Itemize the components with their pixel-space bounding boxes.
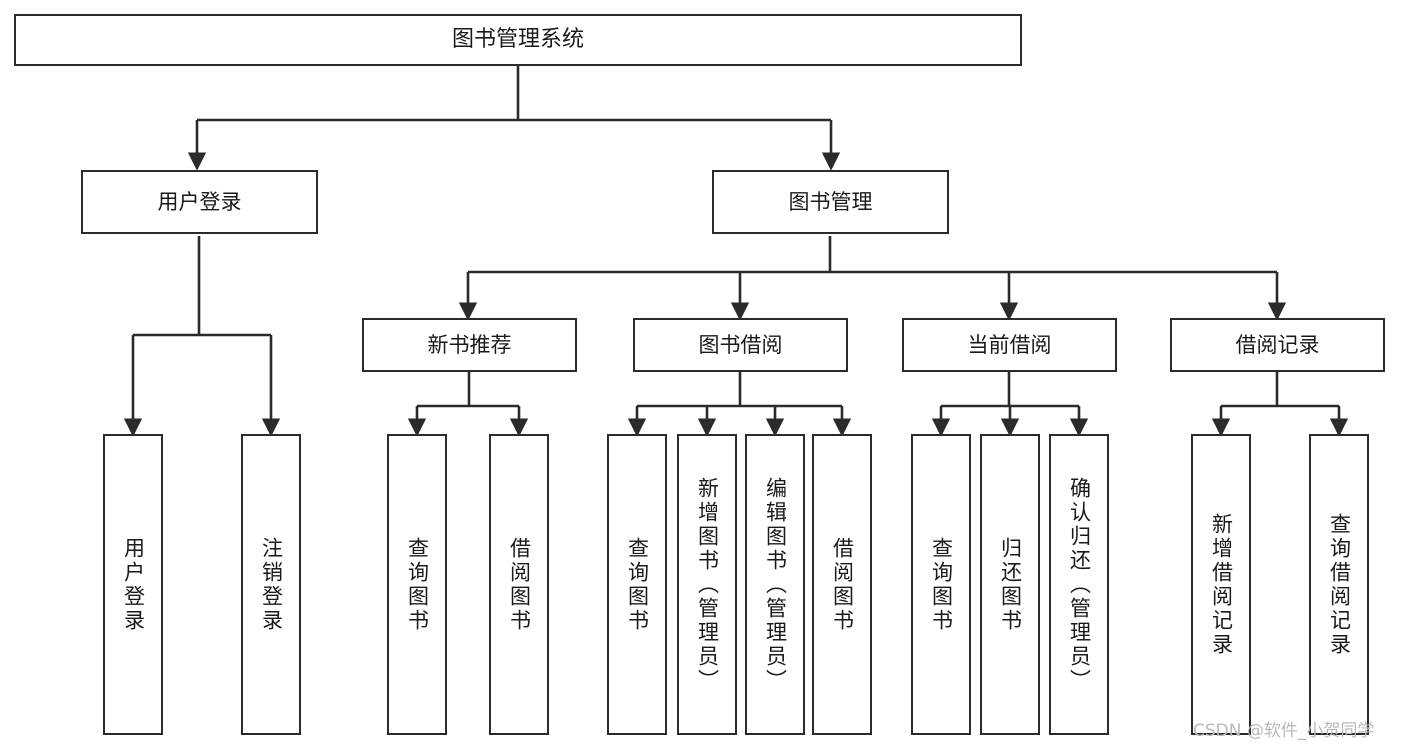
- node-label: 查询图书: [405, 536, 430, 633]
- node-label: 借阅记录: [1235, 332, 1320, 357]
- node-leaf-cb-return-book[interactable]: 归还图书: [980, 434, 1040, 735]
- node-label: 用户登录: [157, 189, 242, 214]
- node-leaf-rec-borrow-book[interactable]: 借阅图书: [489, 434, 549, 735]
- node-label: 新增借阅记录: [1209, 512, 1234, 657]
- node-label: 注销登录: [259, 536, 284, 633]
- node-label: 归还图书: [998, 536, 1023, 633]
- node-leaf-cb-confirm-return[interactable]: 确认归还（管理员）: [1049, 434, 1109, 735]
- node-leaf-br-query-record[interactable]: 查询借阅记录: [1309, 434, 1369, 735]
- node-label: 用户登录: [121, 536, 146, 633]
- node-current-borrow[interactable]: 当前借阅: [902, 318, 1117, 372]
- node-label: 新书推荐: [427, 332, 512, 357]
- node-label: 查询借阅记录: [1327, 512, 1352, 657]
- node-root-book-management-system[interactable]: 图书管理系统: [14, 14, 1022, 66]
- node-leaf-rec-query-book[interactable]: 查询图书: [387, 434, 447, 735]
- node-label: 图书管理: [788, 189, 873, 214]
- node-label: 图书借阅: [698, 332, 783, 357]
- node-leaf-bb-edit-book[interactable]: 编辑图书（管理员）: [745, 434, 805, 735]
- node-label: 新增图书（管理员）: [695, 476, 720, 693]
- node-label: 当前借阅: [967, 332, 1052, 357]
- node-leaf-cb-query-book[interactable]: 查询图书: [911, 434, 971, 735]
- node-book-management[interactable]: 图书管理: [712, 170, 949, 234]
- node-leaf-bb-query-book[interactable]: 查询图书: [607, 434, 667, 735]
- node-leaf-bb-add-book[interactable]: 新增图书（管理员）: [677, 434, 737, 735]
- node-leaf-login-user[interactable]: 用户登录: [103, 434, 163, 735]
- node-leaf-bb-borrow-book[interactable]: 借阅图书: [812, 434, 872, 735]
- node-leaf-br-add-record[interactable]: 新增借阅记录: [1191, 434, 1251, 735]
- node-label: 查询图书: [929, 536, 954, 633]
- node-label: 图书管理系统: [451, 27, 584, 53]
- csdn-watermark: CSDN @软件_小贺同学: [1193, 721, 1375, 741]
- node-label: 借阅图书: [830, 536, 855, 633]
- node-borrow-record[interactable]: 借阅记录: [1170, 318, 1385, 372]
- node-book-borrow[interactable]: 图书借阅: [633, 318, 848, 372]
- node-user-login[interactable]: 用户登录: [81, 170, 318, 234]
- node-label: 查询图书: [625, 536, 650, 633]
- node-new-book-recommend[interactable]: 新书推荐: [362, 318, 577, 372]
- node-leaf-logout-user[interactable]: 注销登录: [241, 434, 301, 735]
- node-label: 确认归还（管理员）: [1067, 476, 1092, 693]
- node-label: 借阅图书: [507, 536, 532, 633]
- node-label: 编辑图书（管理员）: [763, 476, 788, 693]
